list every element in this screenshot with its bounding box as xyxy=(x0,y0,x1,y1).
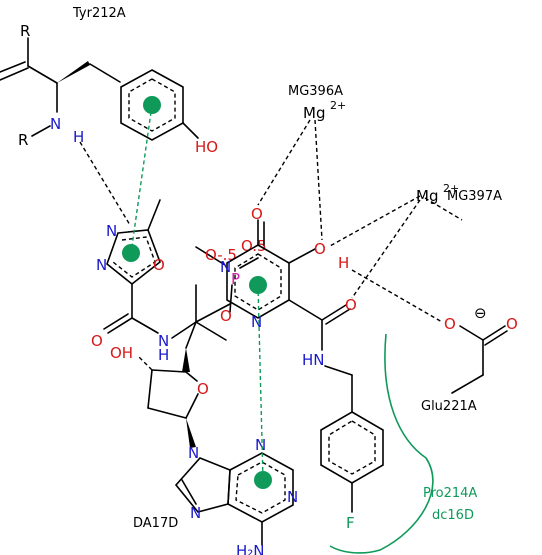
atom-p: P xyxy=(231,270,240,288)
atom-o-glu1: O xyxy=(444,315,456,333)
atom-mg-b: Mg xyxy=(416,187,438,205)
amide-linker-right xyxy=(321,304,353,413)
atom-r-left: R xyxy=(18,131,28,149)
atom-oxadiazole-o: O xyxy=(153,256,165,274)
mg-a-charge: 2+ xyxy=(330,99,346,112)
atom-n-pyr-bottom: N xyxy=(251,313,262,331)
atom-n-amide-left: N xyxy=(158,332,169,350)
residue-label-mg396a: MG396A xyxy=(288,84,343,99)
mg-b-charge: 2+ xyxy=(443,182,459,195)
atom-ho-tyr: HO xyxy=(195,138,218,156)
quaternary-carbon xyxy=(185,284,231,349)
residue-label-pro214a: Pro214A xyxy=(423,486,477,501)
atom-o-sugar: O xyxy=(197,380,209,398)
atom-n-tyr: N xyxy=(50,115,61,133)
atom-adenine-n1: N xyxy=(287,488,298,506)
atom-mg-a: Mg xyxy=(303,104,325,122)
atom-o-top: O xyxy=(251,205,263,223)
deoxyribose-ring xyxy=(137,348,199,448)
glu221a-carboxylate xyxy=(451,325,508,394)
residue-label-dc16d: dc16D xyxy=(432,508,474,523)
atom-h-tyr: H xyxy=(73,128,84,146)
atom-adenine-nh2: H₂N xyxy=(236,542,265,555)
ring-centroid-oxadiazole xyxy=(122,244,140,262)
atom-oh-sugar: OH xyxy=(110,344,133,362)
atom-o-p-bottom: O xyxy=(220,307,232,325)
atom-f: F xyxy=(346,514,355,532)
mg-ion-397: Mg 2+ xyxy=(416,182,459,205)
residue-label-da17d: DA17D xyxy=(133,516,178,531)
atom-o-neg5: O-.5 xyxy=(205,246,237,264)
atom-n-pyr-top: N xyxy=(220,258,231,276)
atom-adenine-n3: N xyxy=(255,436,266,454)
atom-h-amide-left: H xyxy=(158,346,169,364)
atom-o-ring-hydroxyl: O xyxy=(314,240,326,258)
atom-adenine-n9: N xyxy=(188,444,199,462)
charge-minus-glu: ⊖ xyxy=(474,304,487,322)
interaction-lines xyxy=(79,119,463,323)
atom-h-ring-hydroxyl: H xyxy=(338,254,349,272)
residue-label-tyr212a: Tyr212A xyxy=(72,6,126,21)
adenine-base xyxy=(174,452,294,546)
fluorophenyl-ring xyxy=(320,411,384,513)
phosphate-group xyxy=(195,246,259,313)
pi-stacking-lines xyxy=(130,104,264,481)
pyrimidinone-ring xyxy=(226,219,323,321)
atom-r-top: R xyxy=(20,22,30,40)
atom-oxadiazole-n2: N xyxy=(96,256,107,274)
hydrophobic-contact-arc xyxy=(329,333,434,554)
atom-oxadiazole-n1: N xyxy=(106,222,117,240)
tyr212a-backbone xyxy=(0,37,121,137)
residue-label-glu221a: Glu221A xyxy=(421,399,477,414)
tyr212a-phenol-ring xyxy=(120,69,199,141)
oxadiazole-ring xyxy=(106,199,161,319)
atom-hn-amide-right: HN xyxy=(302,351,325,369)
atom-o-amide-right: O xyxy=(345,296,357,314)
amide-linker-left xyxy=(103,313,197,339)
mg-ion-396: Mg 2+ xyxy=(303,99,346,122)
atom-o-amide-left: O xyxy=(91,332,103,350)
ring-centroid-adenine xyxy=(254,471,272,489)
residue-label-mg397a: MG397A xyxy=(447,189,502,204)
atom-o-glu2: O xyxy=(506,315,518,333)
ring-centroid-tyr xyxy=(143,96,161,114)
ring-centroid-pyrimidinone xyxy=(249,276,267,294)
atom-adenine-n7: N xyxy=(190,504,201,522)
